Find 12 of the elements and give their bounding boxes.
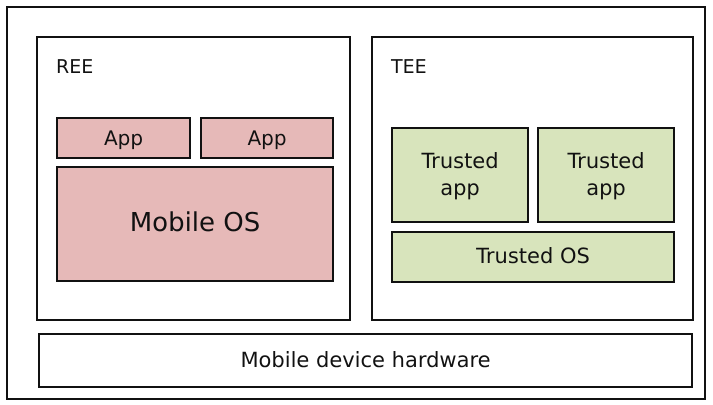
- environment-panel: [371, 36, 694, 321]
- hardware-box: Mobile device hardware: [38, 333, 693, 388]
- panel-heading: REE: [56, 56, 94, 78]
- os-box: Mobile OS: [56, 166, 334, 282]
- app-box: App: [56, 117, 191, 159]
- app-box: App: [200, 117, 334, 159]
- panel-heading: TEE: [391, 56, 427, 78]
- trusted-app-box: Trusted app: [537, 127, 675, 223]
- trusted-app-box: Trusted app: [391, 127, 529, 223]
- environment-panel: [36, 36, 351, 321]
- outer-frame: [6, 6, 706, 400]
- os-box: Trusted OS: [391, 231, 675, 283]
